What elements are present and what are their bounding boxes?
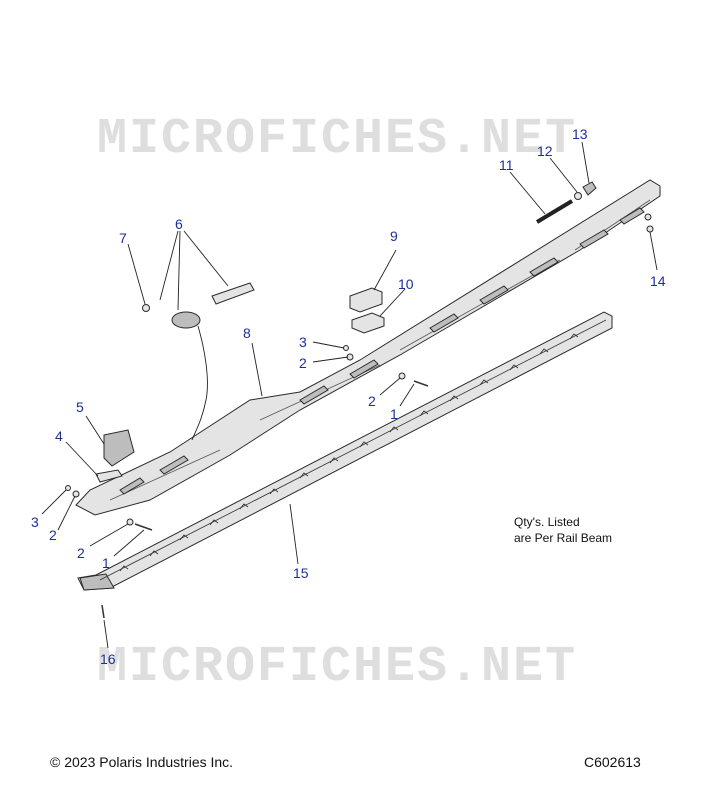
bumper bbox=[103, 429, 135, 467]
rail-beam bbox=[75, 179, 661, 516]
spring-assembly bbox=[171, 282, 255, 441]
bracket bbox=[582, 181, 597, 196]
watermark-top: MICROFICHES.NET bbox=[97, 111, 577, 168]
threaded-rod bbox=[535, 199, 574, 224]
callout-8: 8 bbox=[243, 325, 251, 341]
callout-3-upper: 3 bbox=[299, 334, 307, 350]
bolt-16 bbox=[101, 604, 105, 619]
nut bbox=[574, 192, 582, 200]
callout-10: 10 bbox=[398, 276, 414, 292]
copyright-text: © 2023 Polaris Industries Inc. bbox=[50, 754, 234, 770]
block-10 bbox=[351, 312, 385, 334]
slide-rail-teeth bbox=[119, 333, 579, 572]
callout-3-lower: 3 bbox=[31, 514, 39, 530]
callout-1-mid: 1 bbox=[390, 406, 398, 422]
quantity-note: Qty's. Listed are Per Rail Beam bbox=[514, 514, 612, 546]
watermark-bottom: MICROFICHES.NET bbox=[97, 639, 577, 696]
quantity-note-line-1: Qty's. Listed bbox=[514, 515, 580, 529]
callout-6: 6 bbox=[175, 216, 183, 232]
slide-rail bbox=[77, 311, 613, 591]
end-fasteners bbox=[644, 213, 654, 233]
leader-lines bbox=[41, 141, 658, 649]
callout-1-lower: 1 bbox=[102, 555, 110, 571]
block-9 bbox=[349, 287, 383, 313]
callouts: 7 6 8 9 10 3 2 2 1 11 12 13 14 5 4 3 2 2… bbox=[31, 126, 666, 667]
callout-4: 4 bbox=[55, 428, 63, 444]
callout-16: 16 bbox=[100, 651, 116, 667]
callout-9: 9 bbox=[390, 228, 398, 244]
callout-11: 11 bbox=[499, 157, 514, 173]
callout-14: 14 bbox=[650, 273, 666, 289]
bolt-7 bbox=[142, 304, 150, 312]
diagram-code: C602613 bbox=[584, 754, 641, 770]
callout-2-lower-left: 2 bbox=[49, 527, 57, 543]
rail-beam-cutouts bbox=[119, 207, 645, 495]
callout-7: 7 bbox=[119, 230, 127, 246]
callout-2-lower: 2 bbox=[77, 545, 85, 561]
callout-12: 12 bbox=[537, 143, 553, 159]
cable bbox=[191, 325, 208, 441]
spring bbox=[171, 311, 201, 329]
callout-5: 5 bbox=[76, 399, 84, 415]
callout-2-mid: 2 bbox=[368, 393, 376, 409]
callout-13: 13 bbox=[572, 126, 588, 142]
callout-15: 15 bbox=[293, 565, 309, 581]
quantity-note-line-2: are Per Rail Beam bbox=[514, 531, 613, 545]
callout-2-upper: 2 bbox=[299, 355, 307, 371]
spring-pad bbox=[211, 282, 255, 305]
pin bbox=[95, 469, 123, 483]
